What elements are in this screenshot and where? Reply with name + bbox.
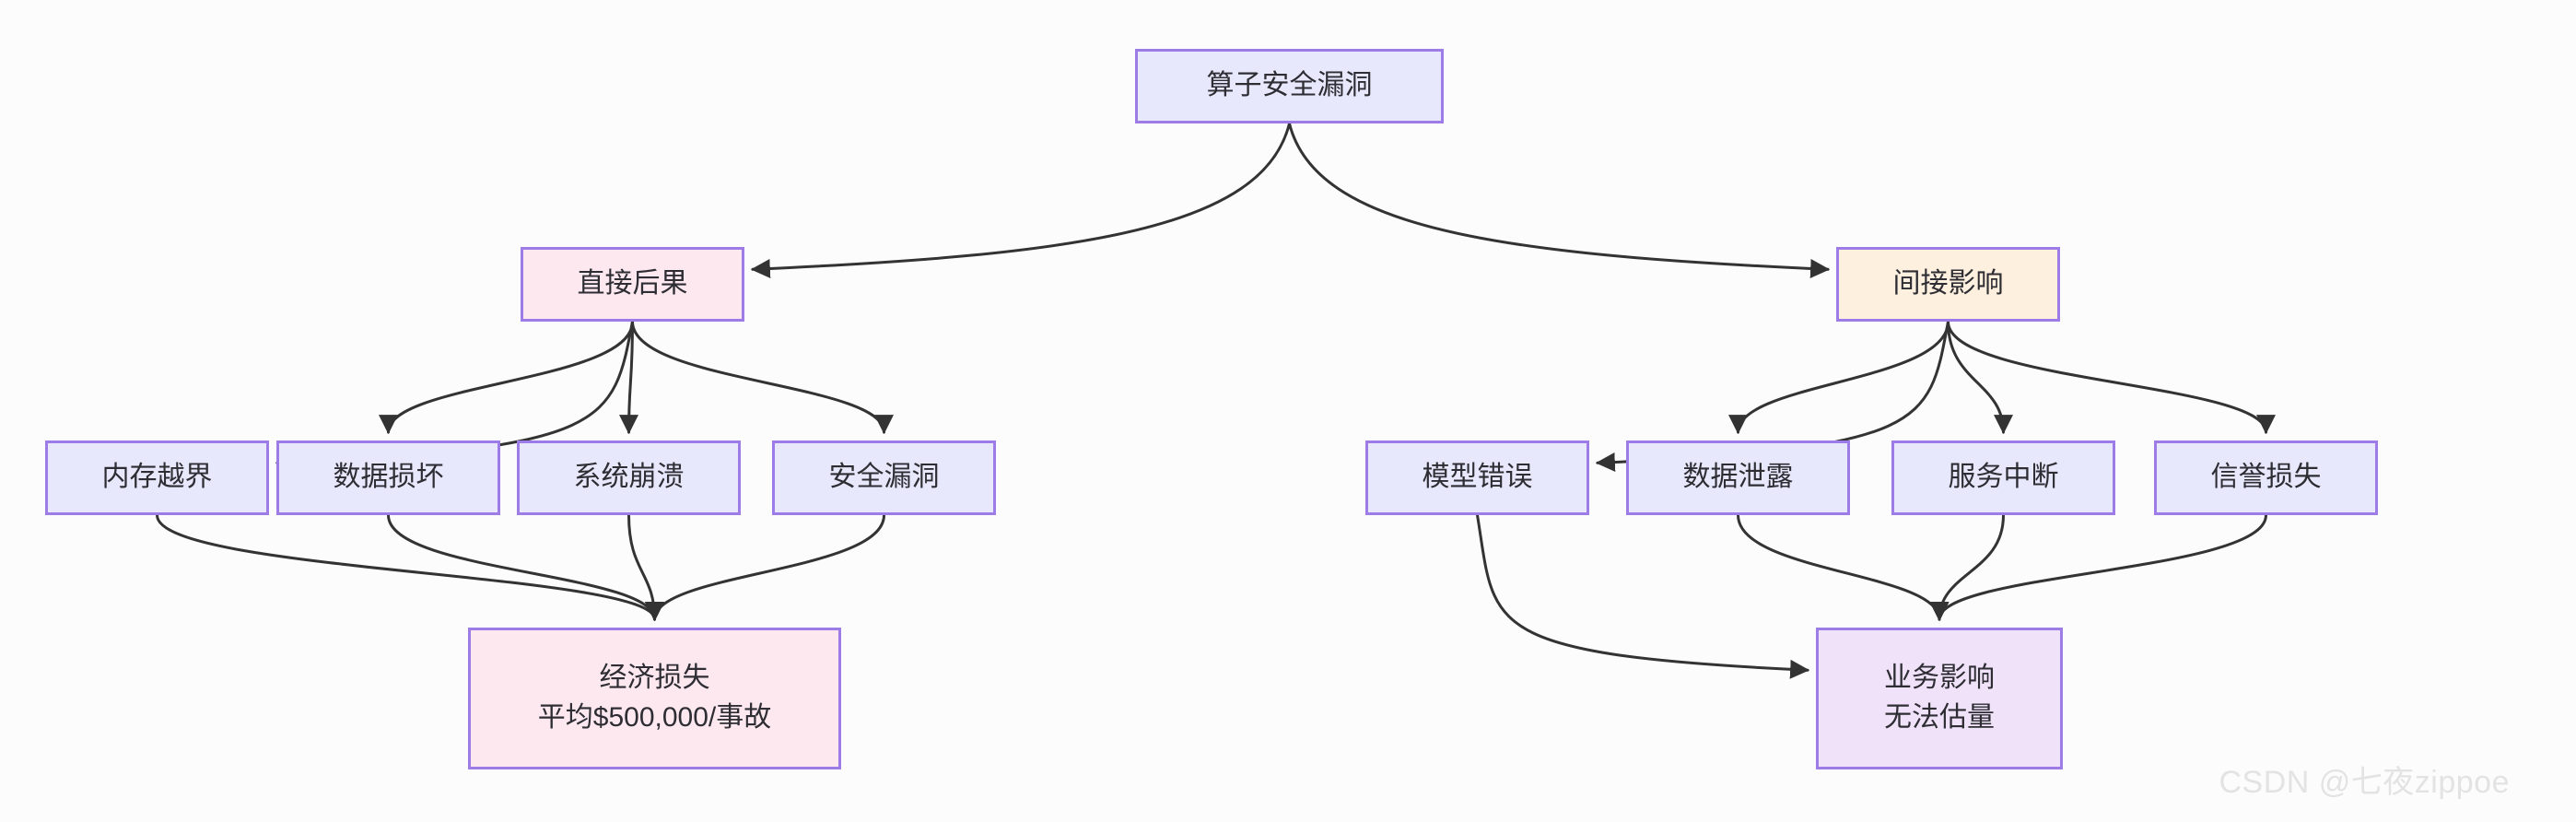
flow-node-sublabel: 无法估量 <box>1884 702 1995 733</box>
flow-edge-direct-to-leaf4 <box>631 320 894 435</box>
flow-edge-root-to-direct <box>750 122 1291 278</box>
flow-edge-leaf8-to-biz <box>1929 513 2267 622</box>
flow-node-biz[interactable]: 业务影响无法估量 <box>1816 628 2063 769</box>
flow-node-leaf5[interactable]: 模型错误 <box>1365 440 1589 515</box>
flow-node-label: 数据泄露 <box>1682 462 1794 493</box>
flow-node-label: 经济损失 <box>599 663 710 694</box>
flow-node-label: 内存越界 <box>101 462 213 493</box>
flow-node-label: 算子安全漏洞 <box>1206 70 1373 101</box>
flow-node-econ[interactable]: 经济损失平均$500,000/事故 <box>468 628 841 769</box>
flow-node-label: 服务中断 <box>1948 462 2059 493</box>
flow-node-label: 信誉损失 <box>2210 462 2322 493</box>
flow-node-sublabel: 平均$500,000/事故 <box>537 702 772 733</box>
flow-node-indirect[interactable]: 间接影响 <box>1836 247 2060 322</box>
flow-node-label: 业务影响 <box>1884 663 1995 694</box>
flow-edge-leaf5-to-biz <box>1476 513 1810 679</box>
flow-node-leaf8[interactable]: 信誉损失 <box>2154 440 2378 515</box>
flow-edge-leaf2-to-econ <box>387 513 664 622</box>
flow-node-label: 系统崩溃 <box>573 462 685 493</box>
flow-node-label: 安全漏洞 <box>828 462 940 493</box>
flow-edge-direct-to-leaf3 <box>619 320 639 435</box>
flow-edge-leaf3-to-econ <box>627 513 664 622</box>
flow-node-leaf7[interactable]: 服务中断 <box>1891 440 2115 515</box>
flow-edge-indirect-to-leaf8 <box>1947 320 2276 435</box>
flow-node-direct[interactable]: 直接后果 <box>521 247 744 322</box>
flow-node-root[interactable]: 算子安全漏洞 <box>1135 49 1444 123</box>
flow-node-leaf4[interactable]: 安全漏洞 <box>772 440 996 515</box>
flow-node-label: 直接后果 <box>577 268 688 299</box>
flow-edge-indirect-to-leaf6 <box>1728 320 1950 435</box>
flow-edge-root-to-indirect <box>1288 122 1831 278</box>
flow-node-label: 数据损坏 <box>333 462 444 493</box>
flow-node-leaf3[interactable]: 系统崩溃 <box>517 440 741 515</box>
flow-node-label: 间接影响 <box>1892 268 2004 299</box>
flow-node-leaf6[interactable]: 数据泄露 <box>1626 440 1850 515</box>
flow-edge-indirect-to-leaf7 <box>1947 320 2013 435</box>
flow-edge-leaf4-to-econ <box>645 513 885 622</box>
flow-node-leaf2[interactable]: 数据损坏 <box>276 440 500 515</box>
flow-node-leaf1[interactable]: 内存越界 <box>45 440 269 515</box>
flow-edge-leaf1-to-econ <box>156 513 664 622</box>
flow-edge-leaf7-to-biz <box>1929 513 2005 622</box>
watermark: CSDN @七夜zippoe <box>2219 765 2510 800</box>
flow-edge-direct-to-leaf2 <box>379 320 634 435</box>
flow-node-label: 模型错误 <box>1422 462 1533 493</box>
flow-edge-leaf6-to-biz <box>1737 513 1950 622</box>
